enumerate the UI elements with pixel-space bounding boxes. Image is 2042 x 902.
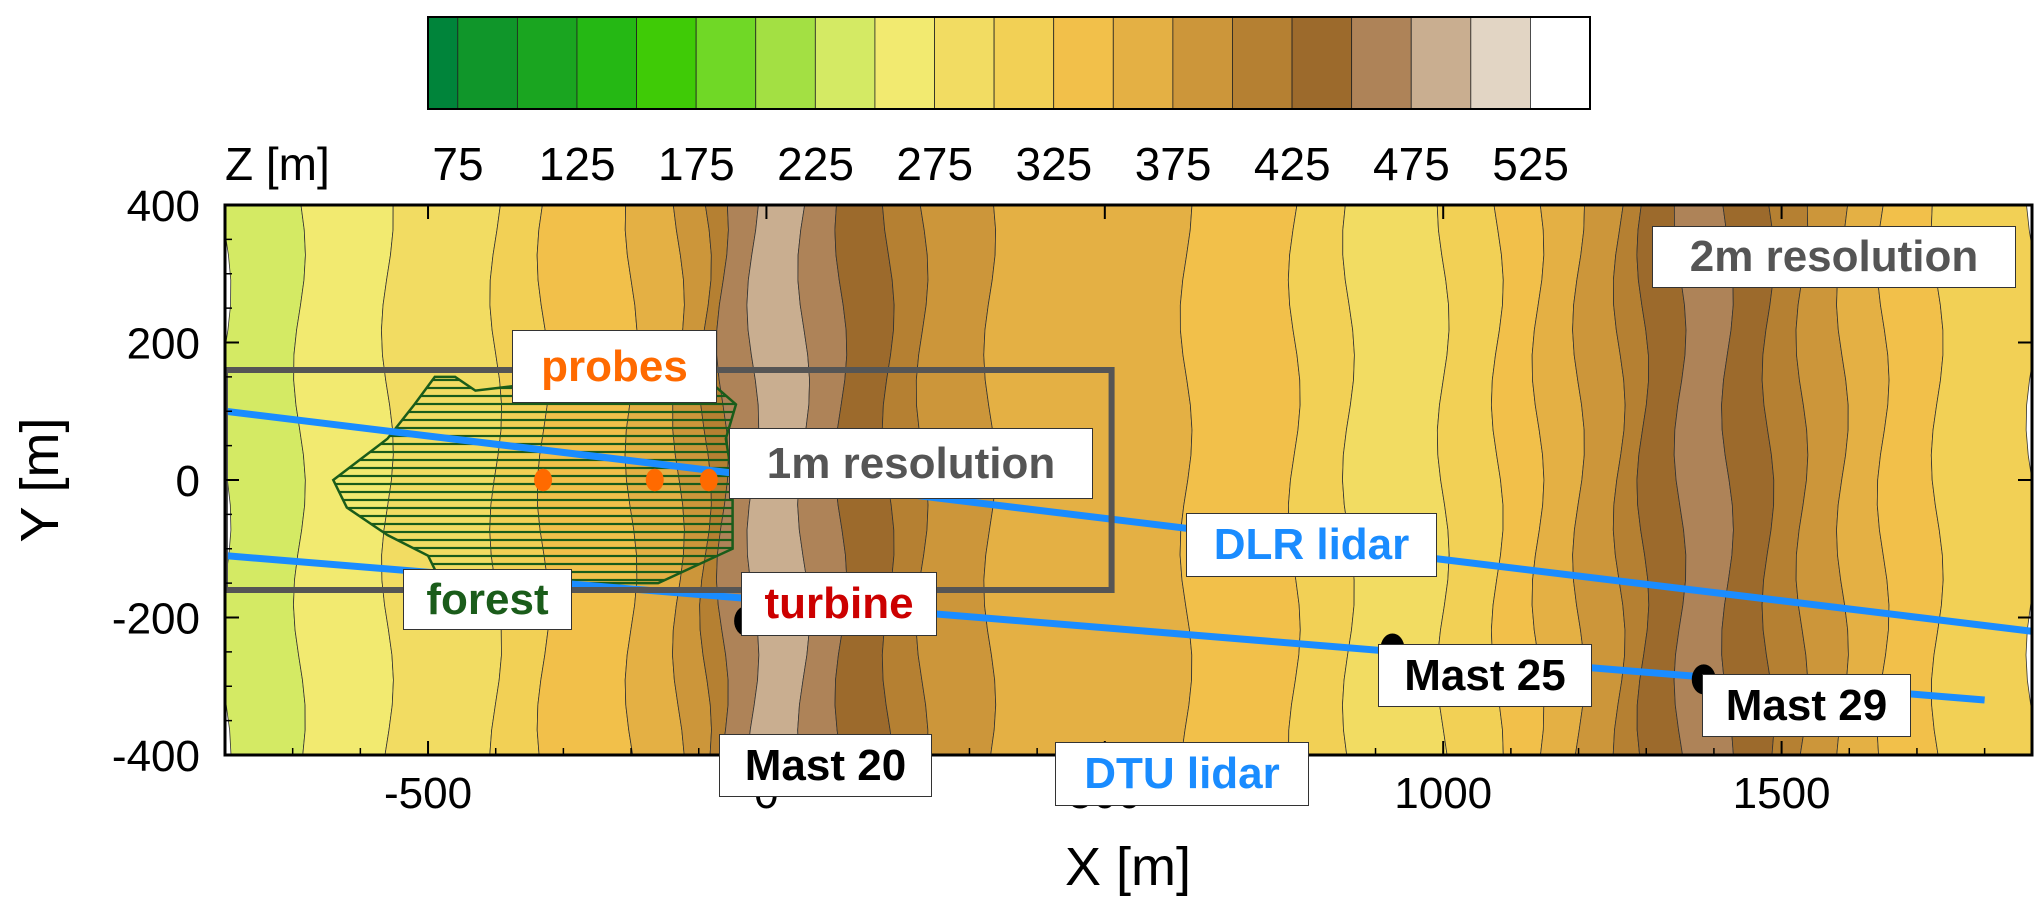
- colorbar-swatch: [1530, 16, 1591, 110]
- colorbar-frame: [427, 16, 1591, 110]
- x-tick-label: -500: [384, 769, 472, 818]
- terrain-contour-band: [1930, 205, 2032, 755]
- colorbar-tick-label: 75: [432, 138, 483, 190]
- colorbar-tick-label: 275: [896, 138, 973, 190]
- y-tick-label: -400: [112, 732, 200, 781]
- terrain-contour-band: [1179, 205, 1301, 755]
- colorbar-swatch: [695, 16, 757, 110]
- y-tick-label: -200: [112, 595, 200, 644]
- colorbar-tick-label: 175: [658, 138, 735, 190]
- annotation-dtu-lidar: DTU lidar: [1055, 742, 1309, 806]
- colorbar-swatch: [1112, 16, 1174, 110]
- colorbar-label: Z [m]: [225, 138, 330, 190]
- dlr-lidar-line: [225, 407, 2032, 635]
- annotation-mast-29: Mast 29: [1702, 674, 1911, 737]
- annotation-mast-25: Mast 25: [1378, 644, 1592, 707]
- colorbar-tick-label: 375: [1135, 138, 1212, 190]
- colorbar-swatch: [755, 16, 816, 110]
- colorbar-swatch: [576, 16, 637, 110]
- colorbar-tick-label: 525: [1492, 138, 1569, 190]
- annotation-1m-resolution: 1m resolution: [729, 428, 1093, 499]
- colorbar-swatch: [1351, 16, 1412, 110]
- colorbar-tick-labels: 75 125 175 225 275 325 375 425 475 525: [432, 138, 1569, 190]
- colorbar-swatch: [1470, 16, 1531, 110]
- colorbar-swatch: [1172, 16, 1233, 110]
- x-tick-label: 1000: [1394, 769, 1492, 818]
- annotation-turbine: turbine: [741, 572, 937, 636]
- colorbar: [427, 16, 1591, 110]
- colorbar-swatch: [1410, 16, 1472, 110]
- annotation-2m-resolution: 2m resolution: [1652, 226, 2016, 288]
- y-tick-label: 200: [127, 320, 200, 369]
- colorbar-swatch: [427, 16, 459, 110]
- colorbar-tick-label: 225: [777, 138, 854, 190]
- colorbar-swatch: [1053, 16, 1114, 110]
- colorbar-tick-label: 475: [1373, 138, 1450, 190]
- colorbar-swatch: [934, 16, 995, 110]
- probe-marker: [534, 468, 553, 492]
- y-axis-label: Y [m]: [10, 417, 70, 542]
- colorbar-swatch: [993, 16, 1055, 110]
- colorbar-swatch: [874, 16, 935, 110]
- x-axis-label: X [m]: [1065, 837, 1191, 897]
- colorbar-tick-label: 325: [1016, 138, 1093, 190]
- annotation-forest: forest: [403, 569, 572, 630]
- annotation-probes: probes: [512, 330, 717, 403]
- probe-marker: [645, 468, 664, 492]
- x-tick-label: 1500: [1733, 769, 1831, 818]
- colorbar-swatch: [636, 16, 697, 110]
- colorbar-swatch: [814, 16, 876, 110]
- colorbar-swatch: [1232, 16, 1293, 110]
- y-tick-label: 400: [127, 182, 200, 231]
- probe-marker: [699, 468, 718, 492]
- annotation-mast-20: Mast 20: [719, 734, 932, 797]
- y-tick-label: 0: [176, 457, 200, 506]
- colorbar-swatch: [457, 16, 518, 110]
- colorbar-swatch: [1291, 16, 1353, 110]
- annotation-dlr-lidar: DLR lidar: [1186, 513, 1437, 577]
- colorbar-tick-label: 425: [1254, 138, 1331, 190]
- colorbar-swatch: [516, 16, 578, 110]
- colorbar-tick-label: 125: [539, 138, 616, 190]
